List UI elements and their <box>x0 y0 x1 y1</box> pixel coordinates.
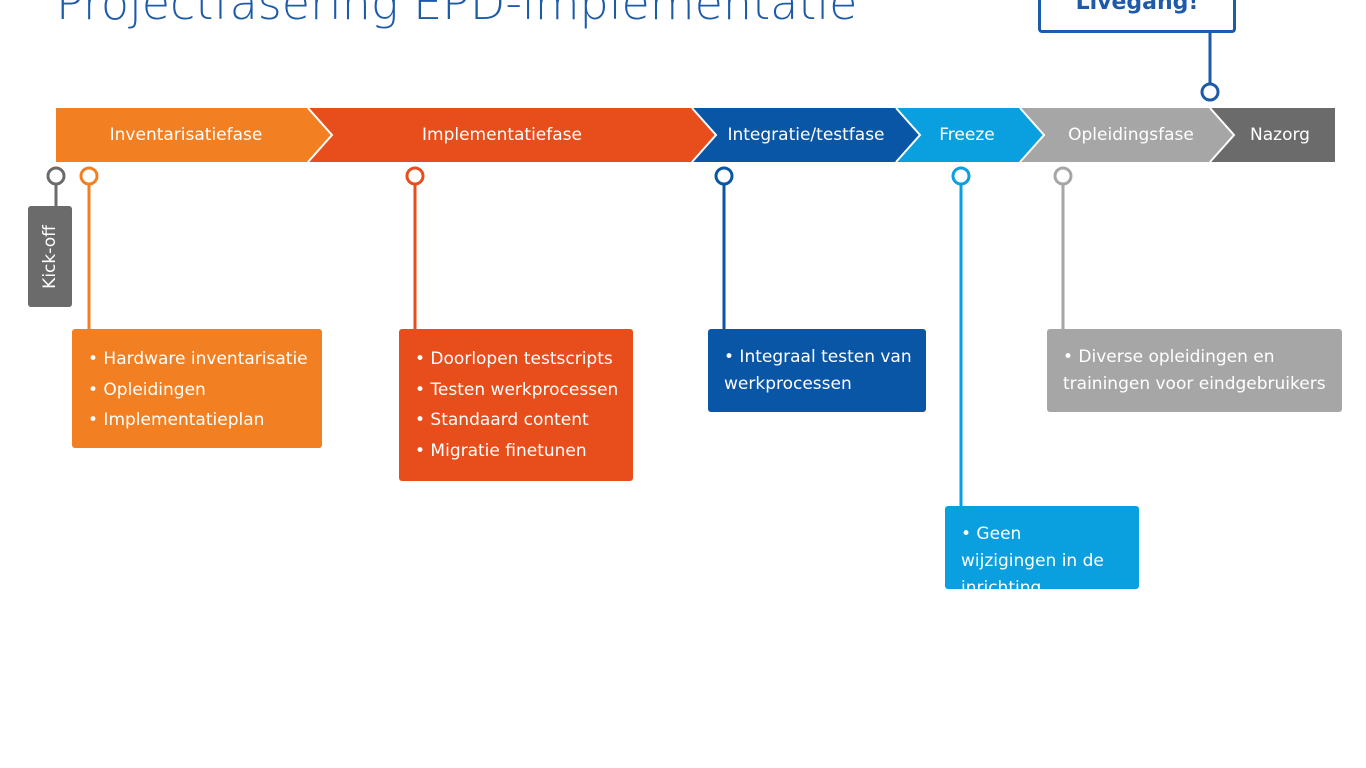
kickoff-marker <box>46 166 66 206</box>
phase-label-opleidingsfase: Opleidingsfase <box>1068 125 1194 145</box>
implementatie-box: • Doorlopen testscripts • Testen werkpro… <box>399 329 633 481</box>
phase-label-inventarisatiefase: Inventarisatiefase <box>109 125 263 145</box>
phase-chevron-integratie-testfase <box>692 108 920 162</box>
phase-label-integratie-testfase: Integratie/testfase <box>727 125 885 145</box>
livegang-label: Livegang! <box>1075 0 1199 15</box>
phase-chevron-implementatiefase <box>308 108 716 162</box>
opleidings-connector <box>1053 166 1073 330</box>
list-item: • Migratie finetunen <box>415 440 587 461</box>
kickoff-label: Kick-off <box>40 224 60 289</box>
phase-chevron-inventarisatiefase <box>56 108 332 162</box>
livegang-callout: Livegang! <box>1038 0 1236 33</box>
phase-chevron-opleidingsfase <box>1020 108 1234 162</box>
list-item: • Hardware inventarisatie <box>88 349 308 369</box>
slide-title: Projectfasering EPD-implementatie <box>56 0 858 30</box>
integratie-connector <box>714 166 734 330</box>
list-item: • Diverse opleidingen en trainingen voor… <box>1063 347 1326 394</box>
list-item: • Doorlopen testscripts <box>415 349 613 369</box>
phase-label-freeze: Freeze <box>939 125 995 145</box>
phase-label-implementatiefase: Implementatiefase <box>422 125 582 145</box>
inventarisatie-connector <box>79 166 99 330</box>
phase-chevron-nazorg <box>1210 108 1335 162</box>
phase-chevron-freeze <box>896 108 1044 162</box>
list-item: • Implementatieplan <box>88 410 265 430</box>
kickoff-box: Kick-off <box>28 206 72 307</box>
list-item: • Standaard content <box>415 410 589 430</box>
list-item: • Testen werkprocessen <box>415 379 619 400</box>
phase-band <box>56 107 1335 163</box>
implementatie-connector <box>405 166 425 330</box>
inventarisatie-box: • Hardware inventarisatie • Opleidingen … <box>72 329 322 448</box>
integratie-box: • Integraal testen van werkprocessen <box>708 329 926 412</box>
freeze-connector <box>951 166 971 507</box>
list-item: • Opleidingen <box>88 379 206 400</box>
phase-label-nazorg: Nazorg <box>1250 125 1310 145</box>
opleidings-box: • Diverse opleidingen en trainingen voor… <box>1047 329 1342 412</box>
freeze-box: • Geen wijzigingen in de inrichting <box>945 506 1139 598</box>
list-item: • Integraal testen van werkprocessen <box>724 347 912 394</box>
list-item: • Geen wijzigingen in de inrichting <box>961 524 1104 598</box>
livegang-connector <box>1200 32 1220 102</box>
